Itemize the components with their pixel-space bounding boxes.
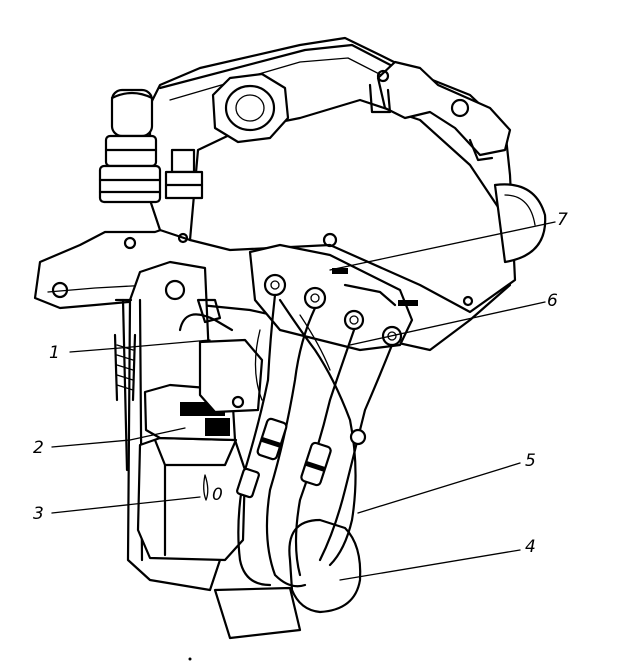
- cap-4: [288, 518, 362, 614]
- bottom-plate: [213, 586, 302, 640]
- left-fitting: [98, 88, 162, 204]
- top-linkage: [368, 60, 512, 162]
- callout-4: 4: [525, 537, 536, 557]
- leader-4: [339, 549, 521, 581]
- leader-7: [329, 221, 556, 271]
- wiring-harness: [237, 293, 394, 588]
- plate-mark: 0: [212, 485, 223, 505]
- top-nut: [211, 72, 290, 144]
- leader-1: [69, 347, 121, 353]
- leader-5: [357, 462, 521, 514]
- fuses: [236, 417, 367, 499]
- callout-6: 6: [547, 291, 558, 311]
- leader-1b: [119, 339, 211, 349]
- leader-6: [349, 301, 546, 346]
- terminal-block: [248, 243, 418, 352]
- left-bolt: [164, 148, 204, 200]
- callout-7: 7: [557, 210, 568, 230]
- callout-1: 1: [49, 343, 60, 363]
- leader-3: [51, 496, 201, 514]
- leader-2: [51, 439, 131, 448]
- callout-3: 3: [33, 504, 44, 524]
- leader-2b: [129, 427, 186, 441]
- lever-plate: [178, 313, 264, 414]
- block-3: 0: [136, 436, 247, 562]
- speck: [188, 657, 192, 661]
- callout-5: 5: [525, 451, 536, 471]
- leader-lines: [51, 221, 556, 581]
- callout-2: 2: [33, 438, 44, 458]
- callout-labels: 1 2 3 4 5 6 7: [33, 210, 568, 557]
